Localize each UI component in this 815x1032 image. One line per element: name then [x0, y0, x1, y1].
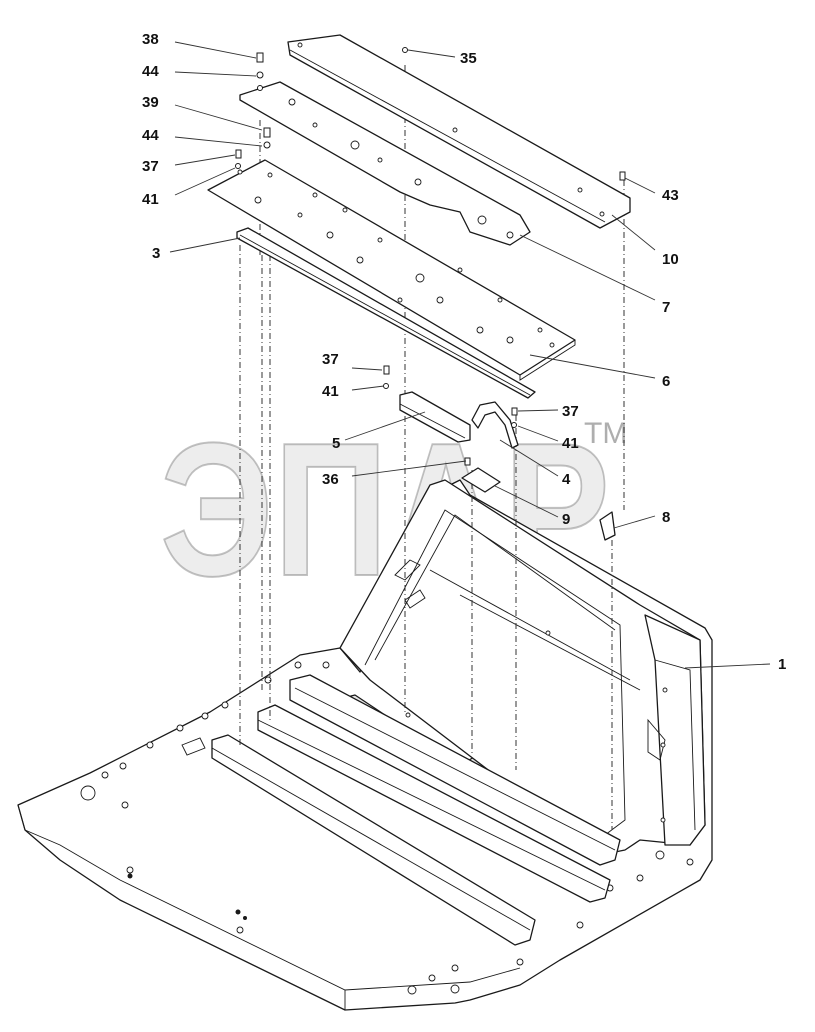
seat-back-frame [339, 479, 706, 856]
callout-44: 44 [142, 63, 159, 80]
callout-37: 37 [562, 403, 579, 420]
callout-35: 35 [460, 50, 477, 67]
callout-8: 8 [662, 509, 670, 526]
floor-rails [211, 674, 621, 946]
part-9-plate [461, 467, 501, 493]
callout-1: 1 [778, 656, 786, 673]
callout-37: 37 [142, 158, 159, 175]
part-5-bracket [399, 391, 471, 443]
watermark: ЭПАР TM [159, 403, 627, 617]
callout-37: 37 [322, 351, 339, 368]
callout-10: 10 [662, 251, 679, 268]
callout-39: 39 [142, 94, 159, 111]
callout-43: 43 [662, 187, 679, 204]
watermark-text: ЭПАР [160, 404, 610, 616]
part-6-plate [207, 159, 576, 381]
leader-lines [169, 41, 771, 669]
part-8-clip [599, 511, 616, 541]
callout-38: 38 [142, 31, 159, 48]
callout-36: 36 [322, 471, 339, 488]
callout-41: 41 [562, 435, 579, 452]
part-7-plate [239, 81, 531, 246]
part-4-bracket [471, 401, 519, 449]
callout-41: 41 [142, 191, 159, 208]
callout-6: 6 [662, 373, 670, 390]
callout-5: 5 [332, 435, 340, 452]
fasteners [235, 47, 626, 466]
callout-labels: 38 44 39 44 37 41 3 35 43 10 7 6 37 41 5… [142, 31, 786, 673]
part-6-holes [237, 169, 555, 348]
callout-7: 7 [662, 299, 670, 316]
floor-holes [80, 661, 694, 995]
part-10-rail [287, 34, 631, 229]
callout-44: 44 [142, 127, 159, 144]
callout-3: 3 [152, 245, 160, 262]
callout-4: 4 [562, 471, 571, 488]
alignment-lines [239, 65, 625, 830]
callout-9: 9 [562, 511, 570, 528]
callout-41: 41 [322, 383, 339, 400]
part-3-bar [236, 227, 536, 399]
watermark-tm: TM [584, 417, 627, 450]
